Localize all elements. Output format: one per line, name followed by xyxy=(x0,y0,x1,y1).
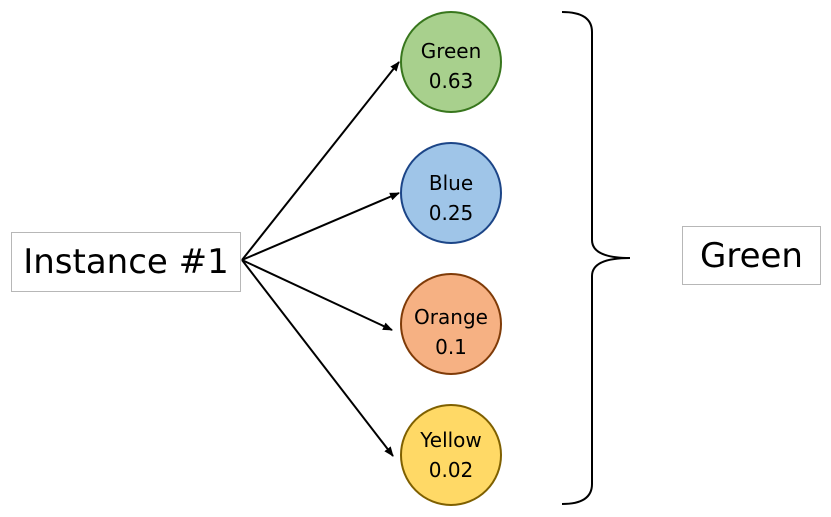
class-probability: 0.02 xyxy=(429,458,474,482)
prediction-box: Green xyxy=(682,226,821,285)
arrow-to-yellow xyxy=(241,259,394,457)
class-node-green: Green 0.63 xyxy=(400,11,502,113)
class-circle xyxy=(400,142,502,244)
instance-label: Instance #1 xyxy=(23,242,229,282)
arrow-to-blue xyxy=(241,192,400,261)
arrow-to-orange xyxy=(241,259,393,331)
grouping-brace xyxy=(561,11,631,505)
class-name: Orange xyxy=(414,305,488,329)
instance-box: Instance #1 xyxy=(11,232,241,292)
class-node-orange: Orange 0.1 xyxy=(400,273,502,375)
class-probability: 0.1 xyxy=(435,335,467,359)
class-node-blue: Blue 0.25 xyxy=(400,142,502,244)
class-probability: 0.25 xyxy=(429,201,474,225)
class-node-yellow: Yellow 0.02 xyxy=(400,404,502,506)
arrow-to-green xyxy=(241,61,400,261)
class-name: Blue xyxy=(429,171,473,195)
class-circle xyxy=(400,404,502,506)
class-circle xyxy=(400,11,502,113)
class-name: Green xyxy=(421,39,482,63)
class-name: Yellow xyxy=(419,428,482,452)
prediction-label: Green xyxy=(700,235,803,276)
class-probability: 0.63 xyxy=(429,69,474,93)
class-circle xyxy=(400,273,502,375)
